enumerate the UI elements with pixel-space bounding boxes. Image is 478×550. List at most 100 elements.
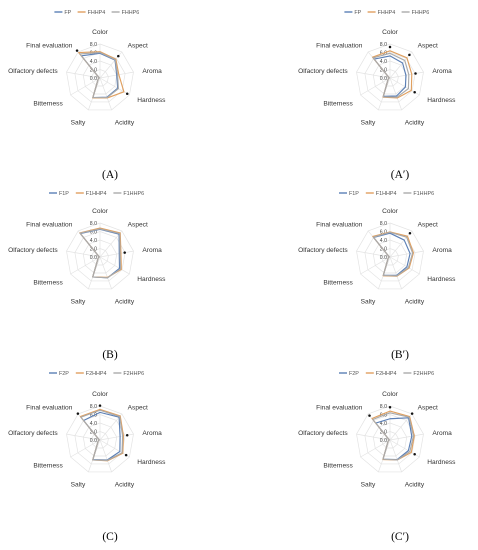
significance-marker-aroma xyxy=(414,72,417,75)
axis-spoke xyxy=(70,256,101,275)
axis-spoke xyxy=(389,439,402,473)
legend-item-fhhp6: FHHP6 xyxy=(111,10,140,16)
grid-ring xyxy=(74,414,126,465)
grid-ring xyxy=(372,60,408,95)
legend-item-f1hhp4: F1HHP4 xyxy=(75,191,106,197)
tick-label: 0.0 xyxy=(380,255,387,261)
legend-label: F2P xyxy=(349,371,359,377)
category-label-color: Color xyxy=(92,208,109,215)
axis-spoke xyxy=(360,439,391,458)
legend-label: FHHP6 xyxy=(412,10,430,16)
category-label-aspect: Aspect xyxy=(128,43,148,50)
axis-spoke xyxy=(99,77,112,111)
category-label-bitterness: Bitterness xyxy=(33,280,63,287)
tick-label: 6.0 xyxy=(90,230,97,236)
category-label-hardness: Hardness xyxy=(137,459,166,466)
axis-spoke xyxy=(99,230,123,258)
significance-marker-final-evaluation xyxy=(75,49,79,52)
axis-spoke xyxy=(99,256,112,290)
significance-marker-final-evaluation xyxy=(368,414,371,417)
legend-item-f2hhp6: F2HHP6 xyxy=(403,371,434,377)
tick-label: 8.0 xyxy=(90,221,97,227)
tick-label: 8.0 xyxy=(380,42,387,48)
tick-label: 8.0 xyxy=(90,404,97,410)
grid-ring xyxy=(356,405,424,473)
legend-item-fhhp6: FHHP6 xyxy=(401,10,430,16)
category-label-final-evaluation: Final evaluation xyxy=(316,222,363,229)
category-label-aspect: Aspect xyxy=(128,405,148,412)
category-label-aroma: Aroma xyxy=(142,430,162,437)
grid-ring xyxy=(381,431,399,449)
legend-label: FP xyxy=(64,10,71,16)
significance-marker-aroma xyxy=(125,433,129,437)
category-label-salty: Salty xyxy=(71,298,86,305)
tick-label: 8.0 xyxy=(90,42,97,48)
category-label-bitterness: Bitterness xyxy=(33,463,63,470)
grid-ring xyxy=(91,69,109,87)
axis-spoke xyxy=(389,256,420,275)
category-label-aroma: Aroma xyxy=(142,247,162,254)
category-label-hardness: Hardness xyxy=(427,97,456,104)
axis-spoke xyxy=(356,433,391,441)
category-label-final-evaluation: Final evaluation xyxy=(316,43,363,50)
grid-ring xyxy=(66,222,134,290)
significance-marker-hardness xyxy=(125,92,129,95)
radar-panel-3: 0.02.04.06.08.0ColorAspectAromaHardnessA… xyxy=(8,191,166,361)
axis-spoke xyxy=(99,250,134,258)
category-label-color: Color xyxy=(382,208,399,215)
legend-label: FHHP6 xyxy=(122,10,140,16)
axis-spoke xyxy=(70,77,101,96)
series-line-f1hhp6 xyxy=(372,231,414,277)
axis-spoke xyxy=(389,51,413,79)
category-label-acidity: Acidity xyxy=(115,119,135,126)
tick-label: 4.0 xyxy=(90,238,97,244)
legend-item-fp: FP xyxy=(344,10,362,16)
category-label-acidity: Acidity xyxy=(405,481,425,488)
legend-label: F1HHP6 xyxy=(123,191,144,197)
significance-marker-color xyxy=(98,404,102,407)
axis-spoke xyxy=(66,71,101,79)
axis-spoke xyxy=(99,413,123,441)
legend-item-f2hhp4: F2HHP4 xyxy=(75,371,106,377)
tick-label: 6.0 xyxy=(380,230,387,236)
category-label-final-evaluation: Final evaluation xyxy=(26,43,73,50)
category-label-acidity: Acidity xyxy=(115,298,135,305)
category-label-bitterness: Bitterness xyxy=(323,280,353,287)
axis-spoke xyxy=(356,71,391,79)
category-label-olfactory-defects: Olfactory defects xyxy=(8,430,58,437)
tick-label: 4.0 xyxy=(380,59,387,65)
axis-spoke xyxy=(389,250,424,258)
axis-spoke xyxy=(389,77,402,111)
category-label-bitterness: Bitterness xyxy=(33,101,63,108)
legend-item-f2p: F2P xyxy=(339,371,359,377)
panel-label: (A) xyxy=(102,169,118,181)
legend-label: FHHP4 xyxy=(378,10,396,16)
category-label-aroma: Aroma xyxy=(432,68,452,75)
axis-spoke xyxy=(66,250,101,258)
category-label-salty: Salty xyxy=(361,481,376,488)
significance-marker-hardness xyxy=(413,90,416,94)
tick-label: 0.0 xyxy=(90,438,97,444)
category-label-olfactory-defects: Olfactory defects xyxy=(298,68,348,75)
legend-label: F2P xyxy=(59,371,69,377)
legend-label: F2HHP6 xyxy=(413,371,434,377)
category-label-salty: Salty xyxy=(361,298,376,305)
category-label-aspect: Aspect xyxy=(418,222,438,229)
series-line-f2hhp6 xyxy=(80,409,124,461)
axis-spoke xyxy=(360,77,391,96)
grid-ring xyxy=(356,222,424,290)
axis-spoke xyxy=(389,256,402,290)
category-label-final-evaluation: Final evaluation xyxy=(316,405,363,412)
significance-marker-hardness xyxy=(413,452,416,456)
panel-label: (B) xyxy=(102,349,118,361)
axis-spoke xyxy=(99,439,130,458)
category-label-color: Color xyxy=(92,391,109,398)
significance-marker-color xyxy=(388,406,392,409)
significance-marker-aspect xyxy=(408,231,412,235)
category-label-final-evaluation: Final evaluation xyxy=(26,222,73,229)
category-label-olfactory-defects: Olfactory defects xyxy=(8,247,58,254)
legend-item-fhhp4: FHHP4 xyxy=(77,10,105,16)
category-label-salty: Salty xyxy=(71,119,86,126)
legend-item-fhhp4: FHHP4 xyxy=(367,10,396,16)
category-label-olfactory-defects: Olfactory defects xyxy=(298,430,348,437)
